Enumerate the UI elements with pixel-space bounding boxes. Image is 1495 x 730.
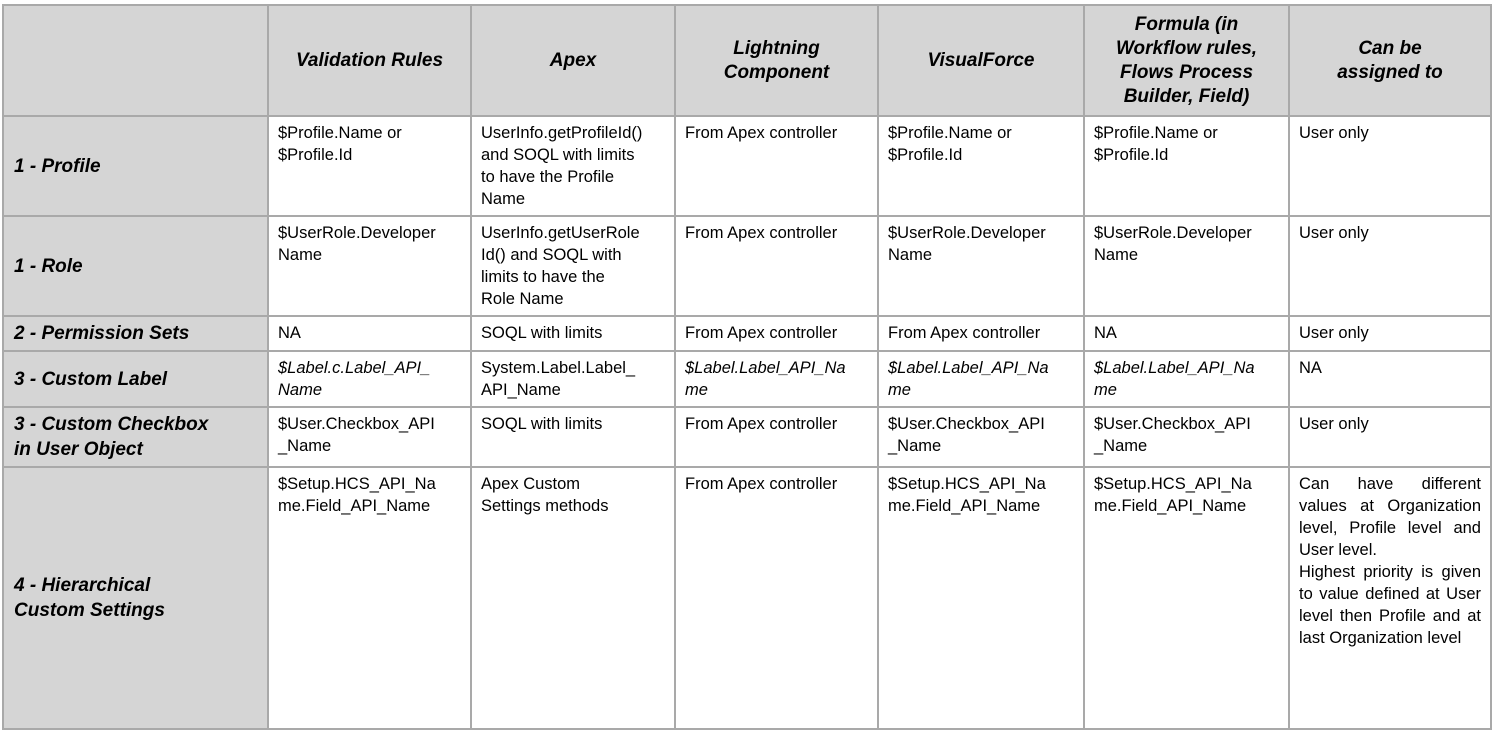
table-cell: NA: [267, 315, 472, 352]
table-cell: $Label.c.Label_API_ Name: [267, 350, 472, 408]
row-header-custom-label: 3 - Custom Label: [2, 350, 269, 408]
column-header-can-be-assigned-to: Can be assigned to: [1288, 4, 1492, 117]
column-header-visualforce: VisualForce: [877, 4, 1085, 117]
table-cell: User only: [1288, 115, 1492, 217]
table-cell: $Setup.HCS_API_Na me.Field_API_Name: [267, 466, 472, 730]
table-cell: $Setup.HCS_API_Na me.Field_API_Name: [877, 466, 1085, 730]
table-cell: $UserRole.Developer Name: [1083, 215, 1290, 317]
table-cell: From Apex controller: [674, 406, 879, 468]
table-row-role: 1 - Role $UserRole.Developer Name UserIn…: [2, 215, 1492, 317]
table-row-profile: 1 - Profile $Profile.Name or $Profile.Id…: [2, 115, 1492, 217]
table-cell: $UserRole.Developer Name: [877, 215, 1085, 317]
table-cell: User only: [1288, 406, 1492, 468]
row-header-permission-sets: 2 - Permission Sets: [2, 315, 269, 352]
table-cell: From Apex controller: [674, 466, 879, 730]
row-header-custom-checkbox: 3 - Custom Checkbox in User Object: [2, 406, 269, 468]
column-header-lightning-component: Lightning Component: [674, 4, 879, 117]
corner-cell: [2, 4, 269, 117]
table-cell: Apex Custom Settings methods: [470, 466, 676, 730]
table-cell: $Profile.Name or $Profile.Id: [877, 115, 1085, 217]
salesforce-context-comparison-table: Validation Rules Apex Lightning Componen…: [2, 4, 1492, 730]
table-cell: $User.Checkbox_API _Name: [1083, 406, 1290, 468]
table-cell: User only: [1288, 315, 1492, 352]
table-cell: $User.Checkbox_API _Name: [877, 406, 1085, 468]
table-cell: User only: [1288, 215, 1492, 317]
table-cell: UserInfo.getUserRole Id() and SOQL with …: [470, 215, 676, 317]
column-header-validation-rules: Validation Rules: [267, 4, 472, 117]
table-cell: From Apex controller: [674, 315, 879, 352]
table-row-custom-checkbox: 3 - Custom Checkbox in User Object $User…: [2, 406, 1492, 468]
table-cell: $User.Checkbox_API _Name: [267, 406, 472, 468]
table-cell: UserInfo.getProfileId() and SOQL with li…: [470, 115, 676, 217]
table-row-permission-sets: 2 - Permission Sets NA SOQL with limits …: [2, 315, 1492, 352]
table-cell: $Label.Label_API_Na me: [877, 350, 1085, 408]
row-header-role: 1 - Role: [2, 215, 269, 317]
table-cell: $Label.Label_API_Na me: [674, 350, 879, 408]
table-cell: Can have different values at Organizatio…: [1288, 466, 1492, 730]
table-row-hierarchical-custom-settings: 4 - Hierarchical Custom Settings $Setup.…: [2, 466, 1492, 730]
table-cell: $Label.Label_API_Na me: [1083, 350, 1290, 408]
table-cell: NA: [1083, 315, 1290, 352]
table-cell: System.Label.Label_ API_Name: [470, 350, 676, 408]
table-cell: SOQL with limits: [470, 315, 676, 352]
header-row: Validation Rules Apex Lightning Componen…: [2, 4, 1492, 117]
table-cell: From Apex controller: [674, 115, 879, 217]
row-header-hierarchical-custom-settings: 4 - Hierarchical Custom Settings: [2, 466, 269, 730]
table-cell: SOQL with limits: [470, 406, 676, 468]
table-cell: $Setup.HCS_API_Na me.Field_API_Name: [1083, 466, 1290, 730]
column-header-formula: Formula (in Workflow rules, Flows Proces…: [1083, 4, 1290, 117]
table-cell: $UserRole.Developer Name: [267, 215, 472, 317]
table-cell: From Apex controller: [877, 315, 1085, 352]
column-header-apex: Apex: [470, 4, 676, 117]
table-row-custom-label: 3 - Custom Label $Label.c.Label_API_ Nam…: [2, 350, 1492, 408]
table-cell: $Profile.Name or $Profile.Id: [267, 115, 472, 217]
table-cell: From Apex controller: [674, 215, 879, 317]
table-cell: $Profile.Name or $Profile.Id: [1083, 115, 1290, 217]
table-cell: NA: [1288, 350, 1492, 408]
row-header-profile: 1 - Profile: [2, 115, 269, 217]
